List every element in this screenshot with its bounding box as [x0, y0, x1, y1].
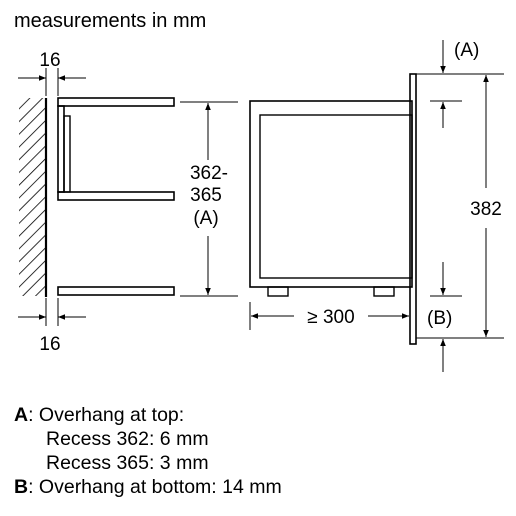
dim-recess-label-1: 362-: [190, 163, 228, 184]
right-side-view: [249, 40, 504, 372]
back-frame-inner: [63, 115, 71, 193]
front-panel: [409, 73, 417, 345]
legend-a-title: : Overhang at top:: [28, 404, 185, 426]
bottom-panel: [57, 286, 175, 296]
legend-b-row: B: Overhang at bottom: 14 mm: [14, 475, 282, 499]
legend: A: Overhang at top: Recess 362: 6 mm Rec…: [14, 403, 282, 499]
legend-b-title: : Overhang at bottom: 14 mm: [28, 476, 282, 498]
housing-inner: [259, 114, 413, 279]
housing-outer: [249, 100, 413, 288]
dim-recess-label-2: 365: [190, 185, 222, 206]
legend-a-line1: Recess 362: 6 mm: [46, 428, 209, 450]
mid-panel: [57, 191, 175, 201]
dim-depth-label: ≥ 300: [307, 307, 354, 328]
legend-a-line2: Recess 365: 3 mm: [46, 452, 209, 474]
foot-right: [373, 286, 395, 297]
legend-a-key: A: [14, 404, 29, 426]
ref-a-label: (A): [454, 40, 479, 61]
top-panel: [57, 97, 175, 107]
dim-recess-label-ref: (A): [193, 208, 218, 229]
wall-hatching: [19, 98, 46, 296]
units-note: measurements in mm: [14, 10, 206, 32]
legend-b-key: B: [14, 476, 29, 498]
dim-top-16-label: 16: [39, 50, 60, 71]
dim-bot-16-label: 16: [39, 334, 60, 355]
dim-front-label: 382: [470, 199, 502, 220]
foot-left: [267, 286, 289, 297]
ref-b-label: (B): [427, 308, 452, 329]
left-side-view: [18, 68, 238, 326]
back-frame-left: [57, 105, 65, 193]
legend-a-row: A: Overhang at top:: [14, 403, 282, 427]
